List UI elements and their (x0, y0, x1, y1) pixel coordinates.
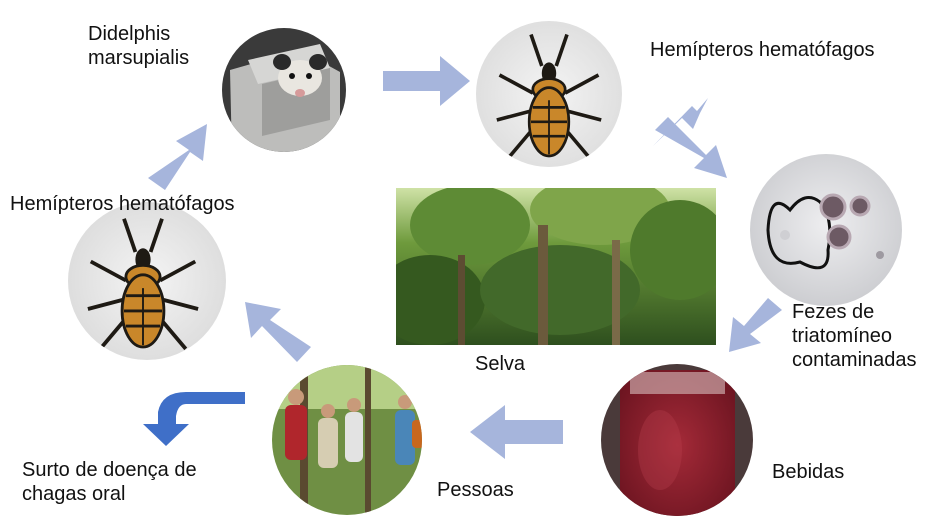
cycle-arrow (148, 124, 207, 190)
forest-photo (375, 175, 730, 345)
forest-label: Selva (475, 352, 525, 376)
outbreak-arrow (143, 392, 245, 446)
opossum-photo (220, 26, 350, 156)
people-label: Pessoas (437, 478, 514, 502)
kissing-bug-photo (68, 200, 228, 362)
cycle-arrow (245, 302, 311, 362)
red-drink-jar-photo (600, 362, 755, 516)
microscope-cell-photo (745, 150, 910, 315)
feces-label: Fezes de triatomíneo contaminadas (792, 300, 917, 372)
bug-top-label: Hemípteros hematófagos (650, 38, 875, 62)
opossum-label: Didelphis marsupialis (88, 22, 189, 70)
outbreak-label: Surto de doença de chagas oral (22, 458, 197, 506)
cycle-arrow (383, 56, 470, 106)
bug-left-label: Hemípteros hematófagos (10, 192, 235, 216)
cycle-arrow (729, 298, 782, 352)
drinks-label: Bebidas (772, 460, 844, 484)
kissing-bug-photo (470, 15, 630, 175)
cycle-arrow (470, 405, 563, 459)
people-hiking-photo (270, 364, 425, 516)
